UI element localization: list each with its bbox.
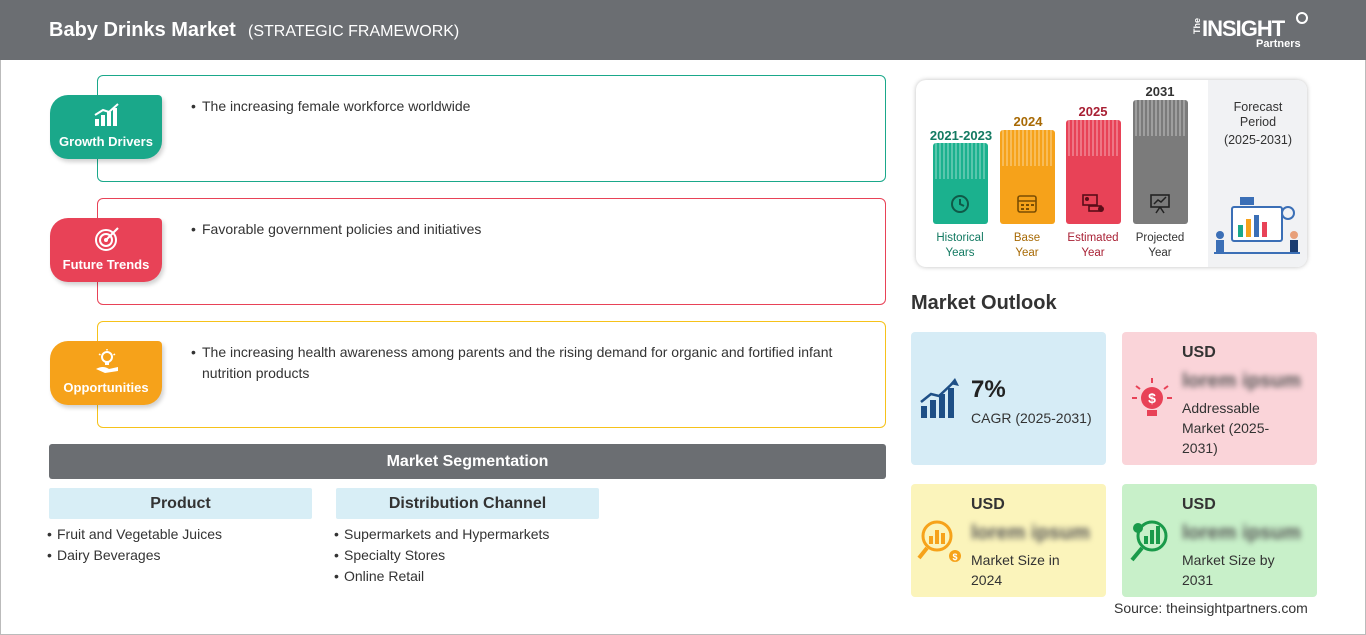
market-size-2031-desc-2: 2031	[1182, 572, 1214, 588]
list-item: Fruit and Vegetable Juices	[47, 524, 222, 545]
opportunities-label: Opportunities	[63, 380, 149, 395]
historical-caption-2: Years	[945, 247, 975, 259]
target-icon	[95, 227, 119, 251]
addressable-desc-3: 2031)	[1182, 440, 1218, 456]
opportunities-badge: Opportunities	[50, 341, 162, 405]
market-size-2024-blurred-value: lorem ipsum	[971, 522, 1090, 544]
addressable-desc: Addressable Market (2025- 2031)	[1182, 398, 1269, 458]
estimated-caption-1: Estimated	[1067, 232, 1119, 244]
cagr-card: 7% CAGR (2025-2031)	[911, 332, 1106, 465]
list-item: Specialty Stores	[334, 545, 549, 566]
forecast-label-1: Forecast	[1233, 100, 1283, 114]
base-year-value: 2024	[1013, 114, 1043, 129]
projected-year-value: 2031	[1145, 84, 1175, 99]
market-size-2024-desc: Market Size in 2024	[971, 550, 1060, 590]
logo-insight: INSIGHT	[1202, 16, 1285, 41]
future-trends-box: Favorable government policies and initia…	[97, 198, 886, 305]
growth-drivers-badge: Growth Drivers	[50, 95, 162, 159]
market-outlook-title: Market Outlook	[911, 292, 1057, 314]
market-size-2024-usd: USD	[971, 496, 1005, 513]
growth-drivers-text: The increasing female workforce worldwid…	[191, 96, 872, 117]
projected-caption: Projected Year	[1125, 231, 1195, 261]
estimated-year-value: 2025	[1078, 104, 1108, 119]
logo-ring-icon	[1296, 12, 1308, 24]
base-bar	[1000, 130, 1055, 224]
estimated-bar	[1066, 120, 1121, 224]
future-trends-badge: Future Trends	[50, 218, 162, 282]
future-trends-label: Future Trends	[62, 257, 150, 272]
forecast-label-2: Period	[1239, 115, 1277, 129]
base-year-label: 2024	[988, 114, 1068, 129]
presentation-icon	[1150, 194, 1170, 214]
historical-years-value: 2021-2023	[929, 128, 993, 143]
growth-bars-icon	[920, 378, 959, 418]
projected-bar	[1133, 100, 1188, 224]
market-size-2024-card: $ USD lorem ipsum Market Size in 2024	[911, 484, 1106, 597]
market-size-2031-usd: USD	[1182, 496, 1216, 513]
estimated-bar-stripes	[1068, 120, 1118, 156]
market-size-2024-desc-2: 2024	[971, 572, 1003, 588]
segment-product-list: Fruit and Vegetable Juices Dairy Beverag…	[47, 524, 222, 566]
future-trends-text: Favorable government policies and initia…	[191, 219, 872, 240]
segment-distribution-heading: Distribution Channel	[336, 488, 599, 519]
list-item: Dairy Beverages	[47, 545, 222, 566]
history-icon	[951, 195, 969, 213]
growth-drivers-label: Growth Drivers	[59, 134, 153, 149]
svg-text:$: $	[1148, 390, 1156, 406]
historical-caption: Historical Years	[925, 231, 995, 261]
dollar-bulb-icon: $	[1132, 378, 1172, 416]
growth-drivers-box: The increasing female workforce worldwid…	[97, 75, 886, 182]
addressable-desc-1: Addressable	[1182, 400, 1260, 416]
cagr-desc: CAGR (2025-2031)	[971, 410, 1092, 426]
addressable-market-card: $ USD lorem ipsum Addressable Market (20…	[1122, 332, 1317, 465]
market-size-2031-card: USD lorem ipsum Market Size by 2031	[1122, 484, 1317, 597]
svg-text:$: $	[952, 552, 957, 562]
segment-product-heading: Product	[49, 488, 312, 519]
addressable-usd: USD	[1182, 344, 1216, 361]
historical-caption-1: Historical	[936, 232, 984, 244]
forecast-period: (2025-2031)	[1223, 133, 1293, 147]
base-caption: Base Year	[992, 231, 1062, 261]
list-item: Supermarkets and Hypermarkets	[334, 524, 549, 545]
opportunities-text: The increasing health awareness among pa…	[191, 342, 872, 384]
base-caption-1: Base	[1013, 232, 1041, 244]
market-size-2031-blurred-value: lorem ipsum	[1182, 522, 1301, 544]
cagr-value: 7%	[971, 376, 1006, 403]
estimated-caption: Estimated Year	[1058, 231, 1128, 261]
insight-partners-logo[interactable]: The INSIGHT Partners	[1192, 12, 1312, 54]
magnifier-chart-icon: $	[917, 520, 961, 562]
list-item: Online Retail	[334, 566, 549, 587]
estimated-year-label: 2025	[1053, 104, 1133, 119]
base-caption-2: Year	[1015, 247, 1039, 259]
header-bar: Baby Drinks Market (STRATEGIC FRAMEWORK)…	[0, 0, 1366, 60]
lightbulb-hand-icon	[96, 349, 118, 373]
estimate-icon	[1082, 194, 1104, 212]
historical-bar	[933, 143, 988, 224]
historical-years-label: 2021-2023	[921, 128, 1001, 143]
segment-distribution-list: Supermarkets and Hypermarkets Specialty …	[334, 524, 549, 587]
base-bar-stripes	[1002, 130, 1052, 166]
projected-caption-2: Year	[1148, 247, 1172, 259]
market-segmentation-bar: Market Segmentation	[49, 444, 886, 479]
market-size-2024-desc-1: Market Size in	[971, 552, 1060, 568]
logo-partners: Partners	[1256, 38, 1301, 50]
market-size-2031-desc-1: Market Size by	[1182, 552, 1275, 568]
logo-the: The	[1192, 18, 1202, 35]
addressable-desc-2: Market (2025-	[1182, 420, 1270, 436]
projected-bar-stripes	[1135, 100, 1185, 136]
opportunities-box: The increasing health awareness among pa…	[97, 321, 886, 428]
projected-year-label: 2031	[1120, 84, 1200, 99]
page-subtitle: (STRATEGIC FRAMEWORK)	[248, 23, 460, 40]
page-title: Baby Drinks Market	[49, 19, 236, 41]
growth-chart-icon	[94, 103, 119, 126]
historical-bar-stripes	[935, 143, 985, 179]
estimated-caption-2: Year	[1081, 247, 1105, 259]
addressable-blurred-value: lorem ipsum	[1182, 370, 1301, 392]
projected-caption-1: Projected	[1135, 232, 1185, 244]
calendar-icon	[1017, 195, 1037, 213]
market-size-2031-desc: Market Size by 2031	[1182, 550, 1275, 590]
analytics-illustration-icon	[1214, 197, 1300, 254]
source-link[interactable]: Source: theinsightpartners.com	[1114, 600, 1308, 616]
magnifier-growth-icon	[1130, 520, 1168, 562]
